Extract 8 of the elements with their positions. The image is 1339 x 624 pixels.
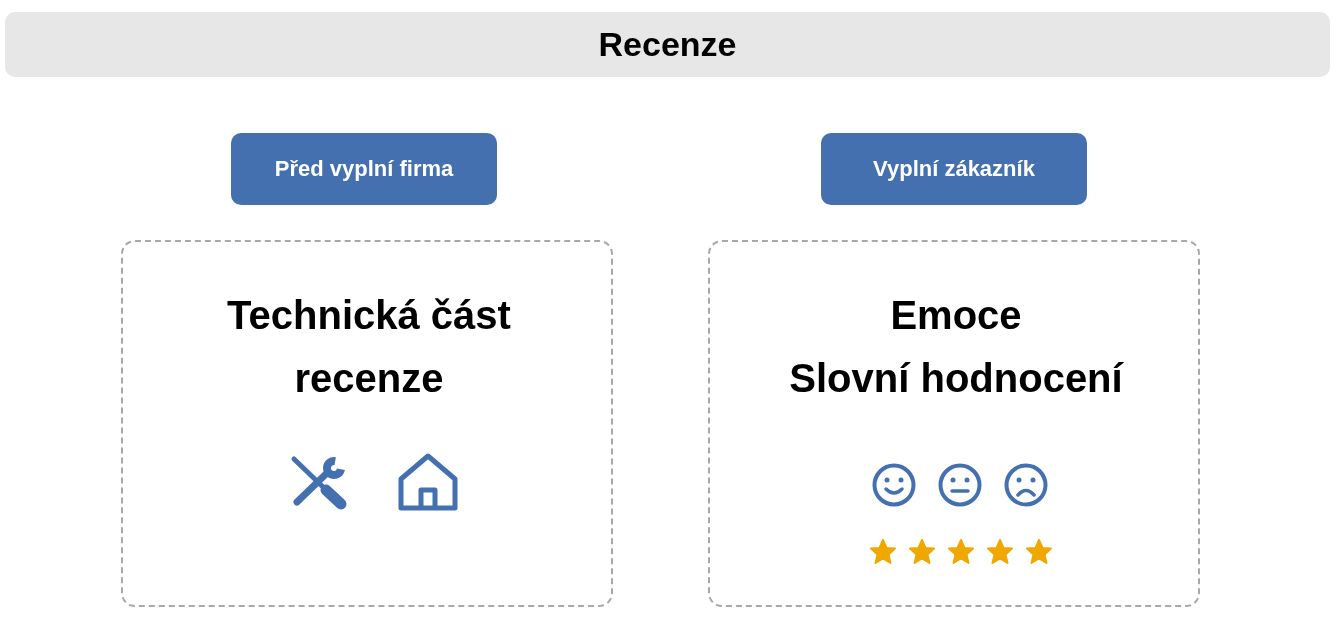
dashed-panel [708, 240, 1200, 607]
title-bar: Recenze [5, 12, 1330, 77]
section-heading: Emoce [889, 292, 1023, 339]
section-heading: Technická část recenze [226, 292, 512, 402]
role-tag: Před vyplní firma [231, 133, 497, 205]
dashed-panel [121, 240, 613, 607]
role-tag: Vyplní zákazník [821, 133, 1087, 205]
section-heading: Slovní hodnocení [788, 355, 1125, 402]
